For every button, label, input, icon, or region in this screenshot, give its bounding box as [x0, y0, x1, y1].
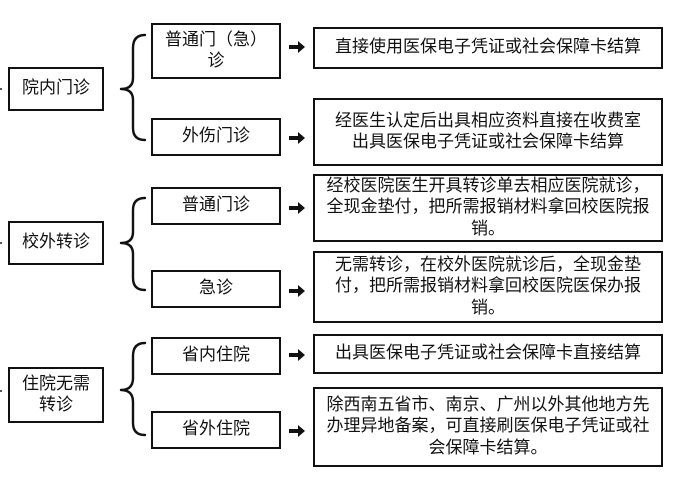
type-label: 省内住院	[182, 345, 250, 366]
arrow-right-icon	[289, 425, 305, 437]
desc-box-trauma-outpatient: 经医生认定后出具相应资料直接在收费室出具医保电子凭证或社会保障卡结算	[313, 98, 663, 166]
category-box-external-referral: 校外转诊	[8, 221, 104, 265]
category-label: 校外转诊	[22, 232, 90, 253]
type-label: 急诊	[199, 278, 233, 299]
category-label: 院内门诊	[22, 78, 90, 99]
desc-box-general-emergency: 直接使用医保电子凭证或社会保障卡结算	[313, 27, 663, 69]
desc-box-out-province-inpatient: 除西南五省市、南京、广州以外其他地方先办理异地备案，可直接刷医保电子凭证或社会保…	[313, 387, 663, 467]
arrow-right-icon	[289, 202, 305, 214]
desc-text: 除西南五省市、南京、广州以外其他地方先办理异地备案，可直接刷医保电子凭证或社会保…	[326, 395, 650, 458]
desc-text: 经校医院医生开具转诊单去相应医院就诊，全现金垫付，把所需报销材料拿回校医院报销。	[326, 176, 650, 239]
type-label: 普通门（急）诊	[165, 29, 267, 71]
desc-box-emergency: 无需转诊，在校外医院就诊后，全现金垫付，把所需报销材料拿回校医院医保办报销。	[313, 251, 663, 323]
type-label: 省外住院	[182, 419, 250, 440]
desc-text: 无需转诊，在校外医院就诊后，全现金垫付，把所需报销材料拿回校医院医保办报销。	[335, 255, 641, 318]
type-box-in-province-inpatient: 省内住院	[151, 337, 281, 375]
desc-box-general-outpatient: 经校医院医生开具转诊单去相应医院就诊，全现金垫付，把所需报销材料拿回校医院报销。	[313, 174, 663, 242]
category-box-inpatient: 住院无需转诊	[8, 367, 104, 423]
desc-text: 经医生认定后出具相应资料直接在收费室出具医保电子凭证或社会保障卡结算	[335, 110, 641, 152]
arrow-right-icon	[289, 349, 305, 361]
type-box-emergency: 急诊	[151, 270, 281, 308]
desc-box-in-province-inpatient: 出具医保电子凭证或社会保障卡直接结算	[313, 334, 663, 374]
type-label: 普通门诊	[182, 195, 250, 216]
type-box-general-emergency: 普通门（急）诊	[151, 23, 281, 79]
desc-text: 直接使用医保电子凭证或社会保障卡结算	[335, 37, 641, 58]
brace-group-3	[119, 341, 147, 437]
type-box-trauma-outpatient: 外伤门诊	[151, 118, 281, 156]
desc-text: 出具医保电子凭证或社会保障卡直接结算	[335, 343, 641, 364]
type-box-general-outpatient: 普通门诊	[151, 187, 281, 225]
type-label: 外伤门诊	[182, 126, 250, 147]
arrow-right-icon	[289, 41, 305, 53]
type-box-out-province-inpatient: 省外住院	[151, 411, 281, 449]
brace-group-1	[119, 33, 147, 142]
category-label: 住院无需转诊	[22, 373, 90, 415]
category-box-hospital-outpatient: 院内门诊	[8, 67, 104, 111]
brace-group-2	[119, 196, 147, 292]
arrow-right-icon	[289, 285, 305, 297]
arrow-right-icon	[289, 132, 305, 144]
